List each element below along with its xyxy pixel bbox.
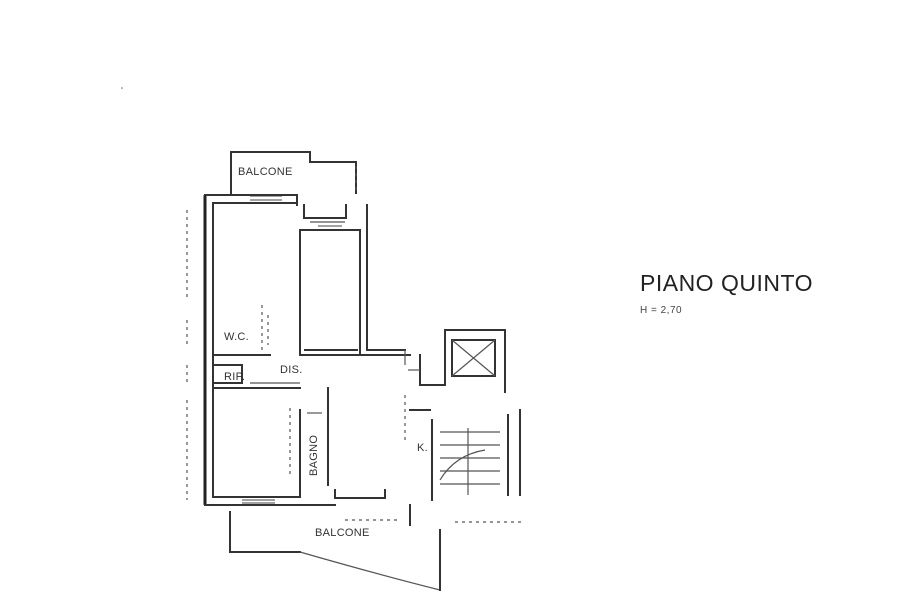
label-k: K. <box>417 442 428 454</box>
label-balcone-top: BALCONE <box>238 166 293 178</box>
elevator-shaft <box>404 329 506 393</box>
label-wc: W.C. <box>224 331 249 343</box>
kitchen-stair <box>404 395 525 523</box>
label-balcone-bottom: BALCONE <box>315 527 370 539</box>
scan-speck <box>121 87 123 89</box>
label-dis: DIS. <box>280 364 303 376</box>
balcony-bottom <box>229 489 441 591</box>
plan-title: PIANO QUINTO <box>640 270 813 296</box>
internal-walls <box>212 305 329 496</box>
label-bagno: BAGNO <box>308 435 320 476</box>
label-rip: RIP. <box>224 371 245 383</box>
upper-right-room <box>299 204 411 356</box>
outer-walls <box>186 194 336 506</box>
ceiling-height: H = 2,70 <box>640 305 683 316</box>
